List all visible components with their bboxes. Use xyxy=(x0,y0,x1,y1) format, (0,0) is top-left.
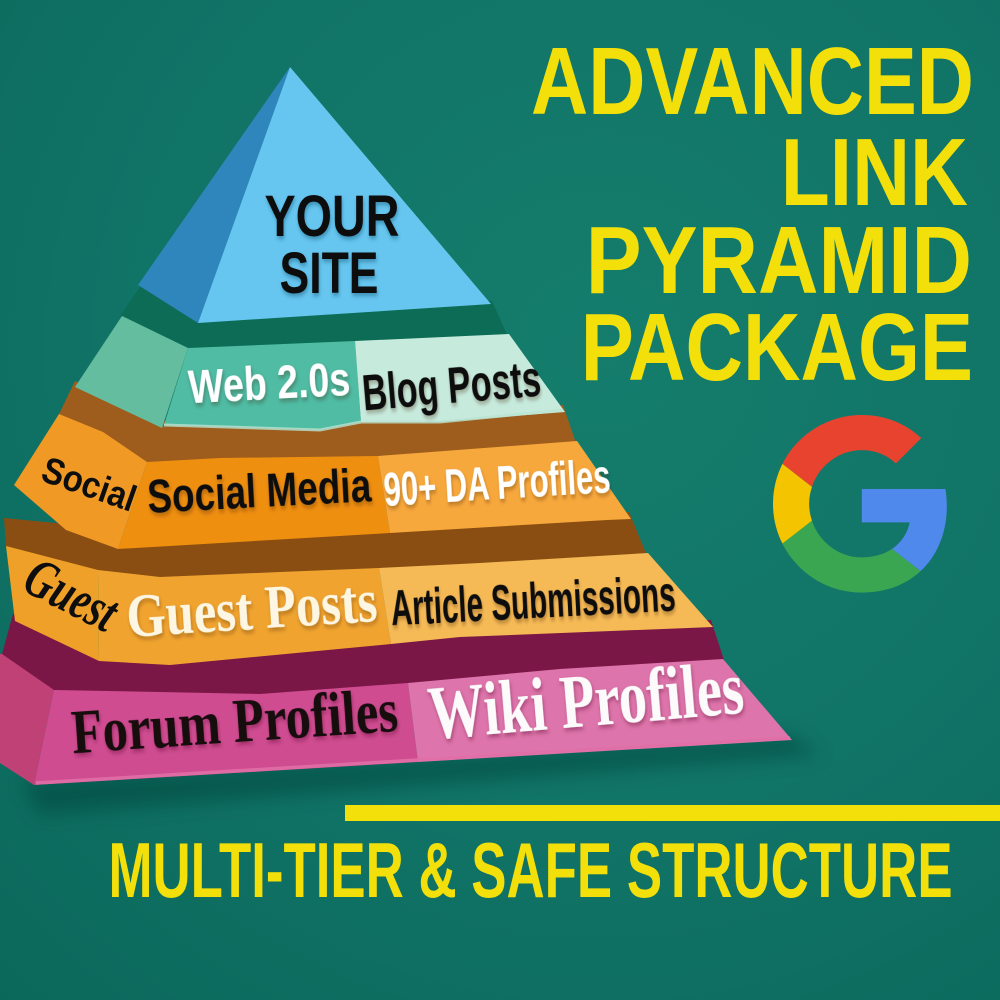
svg-text:SITE: SITE xyxy=(280,240,379,305)
svg-text:LINK: LINK xyxy=(781,118,968,225)
svg-text:PACKAGE: PACKAGE xyxy=(581,293,973,401)
svg-text:MULTI-TIER & SAFE STRUCTURE: MULTI-TIER & SAFE STRUCTURE xyxy=(108,828,952,915)
svg-text:PYRAMID: PYRAMID xyxy=(586,207,972,315)
svg-text:ADVANCED: ADVANCED xyxy=(531,27,974,135)
svg-text:Guest Posts: Guest Posts xyxy=(124,568,379,652)
svg-text:Web 2.0s: Web 2.0s xyxy=(187,354,351,414)
svg-text:YOUR: YOUR xyxy=(265,184,400,249)
svg-text:Social Media: Social Media xyxy=(146,459,373,523)
